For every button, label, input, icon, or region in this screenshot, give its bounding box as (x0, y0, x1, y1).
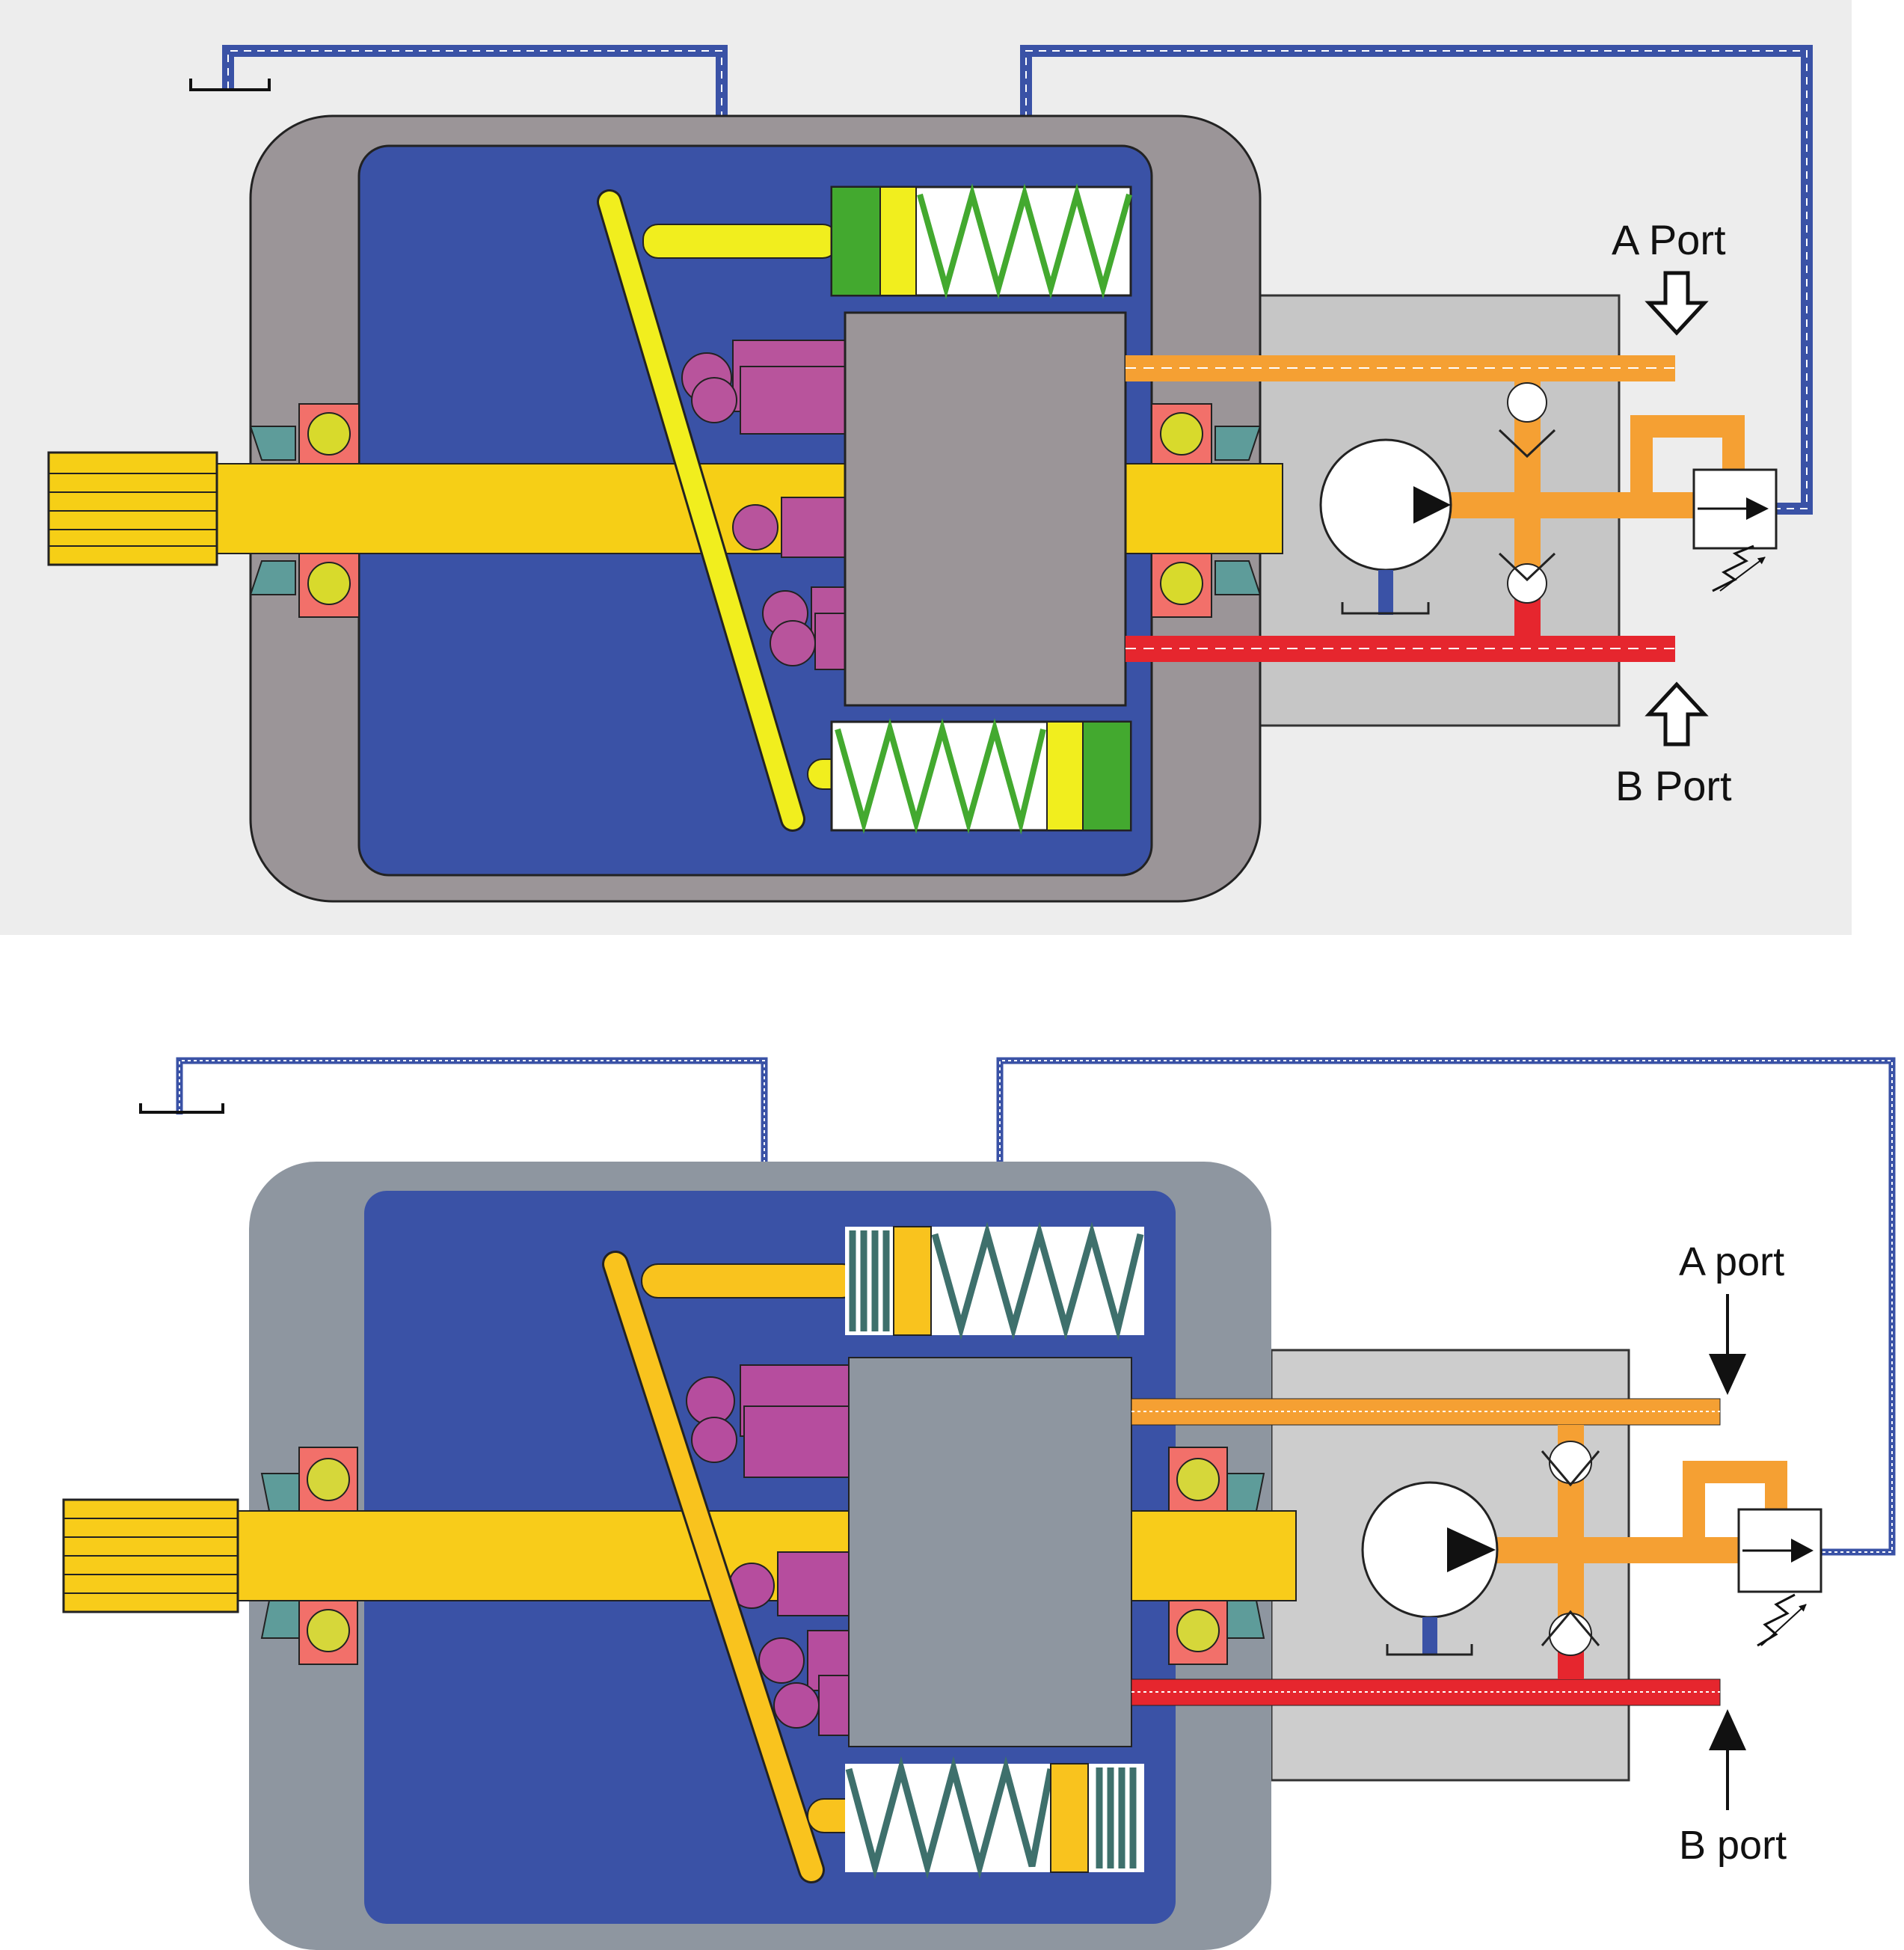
bottom-b-port-arrow (1709, 1709, 1746, 1810)
top-check-valve-lower (1498, 552, 1556, 604)
top-spring-upper (830, 183, 1132, 299)
bottom-cylinder-barrel (848, 1357, 1132, 1747)
bottom-drain-line-right (996, 1057, 1896, 1556)
bottom-bearing-right-upper (1168, 1447, 1228, 1512)
bottom-piston-2 (691, 1405, 850, 1478)
bottom-spring-upper (845, 1221, 1144, 1341)
bottom-bearing-right-lower (1168, 1600, 1228, 1665)
top-seal-left-upper (249, 426, 296, 461)
bottom-panel: A port B port (62, 1057, 1896, 1950)
top-b-port-arrow (1644, 681, 1709, 746)
bottom-a-port-arrow (1709, 1294, 1746, 1395)
bottom-port-a-line (1131, 1398, 1787, 1619)
bottom-control-rod-upper (641, 1263, 859, 1299)
bottom-charge-pump-symbol (1361, 1481, 1499, 1656)
top-a-port-arrow (1644, 271, 1709, 336)
bottom-check-valve-lower (1541, 1610, 1600, 1656)
bottom-piston-3 (728, 1551, 850, 1616)
bottom-seal-right-lower (1226, 1600, 1265, 1639)
top-check-valve-upper (1498, 382, 1556, 459)
top-panel: A Port B Port (0, 0, 1852, 935)
top-drain-line-right (1020, 45, 1813, 515)
top-cylinder-barrel (844, 311, 1127, 707)
bottom-spring-lower (845, 1756, 1144, 1880)
bottom-bearing-left-upper (298, 1447, 358, 1512)
top-port-b-line (1125, 595, 1675, 662)
top-bearing-right-upper (1151, 403, 1212, 464)
bottom-a-port-label: A port (1679, 1239, 1784, 1284)
top-drain-line-left (222, 45, 728, 146)
bottom-check-valve-upper (1541, 1441, 1600, 1487)
bottom-b-port-label: B port (1679, 1823, 1787, 1868)
top-seal-left-lower (249, 560, 296, 595)
top-relief-valve (1692, 468, 1778, 592)
top-bearing-right-lower (1151, 553, 1212, 618)
top-seal-right-upper (1214, 426, 1262, 461)
top-b-port-label: B Port (1615, 762, 1732, 809)
bottom-bearing-left-lower (298, 1600, 358, 1665)
top-seal-right-lower (1214, 560, 1262, 595)
bottom-seal-right-upper (1226, 1473, 1265, 1512)
top-bearing-left-upper (298, 403, 360, 464)
top-control-rod-upper (642, 224, 838, 259)
top-piston-2 (691, 366, 846, 435)
top-bearing-left-lower (298, 553, 360, 618)
top-a-port-label: A Port (1612, 216, 1726, 263)
bottom-seal-left-lower (260, 1600, 300, 1639)
bottom-relief-valve (1737, 1508, 1822, 1647)
bottom-tank-symbol (139, 1103, 224, 1114)
bottom-seal-left-upper (260, 1473, 300, 1512)
top-piston-3 (732, 497, 850, 558)
top-tank-symbol (189, 79, 271, 91)
top-shaft-spline (47, 451, 218, 566)
bottom-drain-line-left (176, 1057, 768, 1223)
bottom-port-b-line (1131, 1646, 1721, 1706)
top-spring-lower (830, 718, 1132, 835)
bottom-shaft-spline (62, 1498, 239, 1613)
top-charge-pump-symbol (1319, 438, 1452, 615)
